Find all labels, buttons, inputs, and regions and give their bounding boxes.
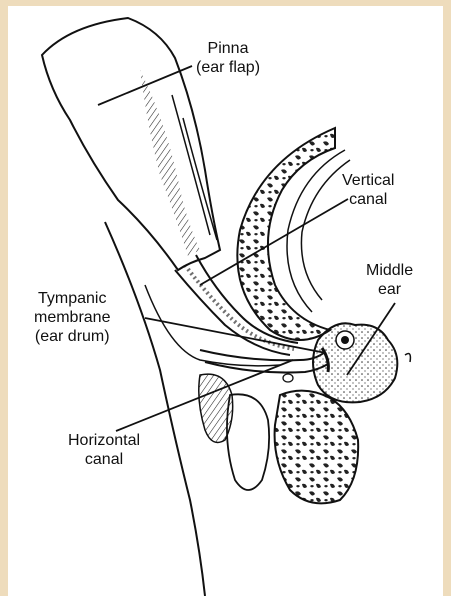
vertical-canal-label-line1: Vertical: [342, 171, 394, 190]
middle-ear-label: Middle ear: [366, 261, 413, 299]
pinna-shape: [42, 18, 220, 270]
horizontal-canal-label-line1: Horizontal: [68, 431, 140, 450]
horizontal-canal-shape: [200, 350, 328, 373]
head-outline: [105, 222, 205, 596]
pinna-label-line1: Pinna: [196, 39, 260, 58]
tympanic-label-line2: membrane: [34, 308, 110, 327]
horizontal-canal-label-line2: canal: [68, 450, 140, 469]
middle-ear-label-line1: Middle: [366, 261, 413, 280]
pinna-label-line2: (ear flap): [196, 58, 260, 77]
horizontal-canal-label: Horizontal canal: [68, 431, 140, 469]
pinna-label: Pinna (ear flap): [196, 39, 260, 77]
vertical-canal-leader-line: [200, 199, 348, 285]
tympanic-label-line1: Tympanic: [34, 289, 110, 308]
vertical-canal-label-line2: canal: [342, 190, 394, 209]
tympanic-label-line3: (ear drum): [34, 327, 110, 346]
cartilage-arc: [237, 128, 350, 340]
middle-ear-label-line2: ear: [366, 280, 413, 299]
tympanic-membrane-label: Tympanic membrane (ear drum): [34, 289, 110, 346]
vertical-canal-label: Vertical canal: [342, 171, 394, 209]
